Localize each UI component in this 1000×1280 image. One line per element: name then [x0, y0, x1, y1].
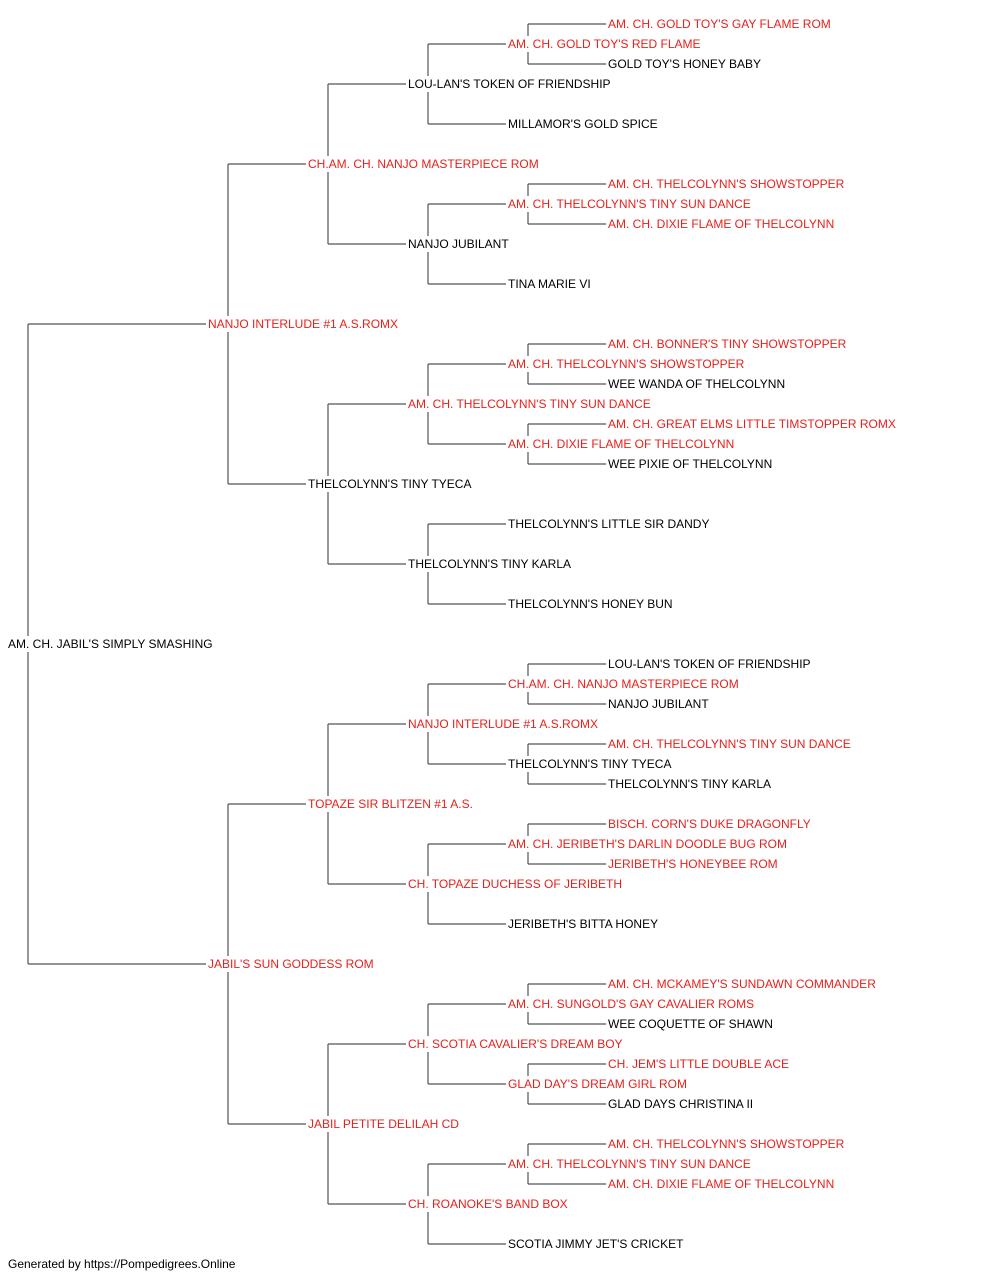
pedigree-name: WEE PIXIE OF THELCOLYNN — [608, 457, 772, 471]
pedigree-name: AM. CH. DIXIE FLAME OF THELCOLYNN — [508, 437, 734, 451]
pedigree-name: AM. CH. THELCOLYNN'S SHOWSTOPPER — [508, 357, 745, 371]
pedigree-name: CH. JEM'S LITTLE DOUBLE ACE — [608, 1057, 789, 1071]
pedigree-name: NANJO JUBILANT — [408, 237, 509, 251]
pedigree-name: LOU-LAN'S TOKEN OF FRIENDSHIP — [408, 77, 611, 91]
pedigree-name: SCOTIA JIMMY JET'S CRICKET — [508, 1237, 684, 1250]
pedigree-name: CH.AM. CH. NANJO MASTERPIECE ROM — [308, 157, 539, 171]
pedigree-name: THELCOLYNN'S HONEY BUN — [508, 597, 673, 611]
pedigree-name: THELCOLYNN'S LITTLE SIR DANDY — [508, 517, 709, 531]
pedigree-name: GOLD TOY'S HONEY BABY — [608, 57, 761, 71]
pedigree-name: GLAD DAYS CHRISTINA II — [608, 1097, 753, 1111]
footer-credit: Generated by https://Pompedigrees.Online — [8, 1257, 236, 1271]
pedigree-name: JABIL'S SUN GODDESS ROM — [208, 957, 374, 971]
pedigree-name: AM. CH. THELCOLYNN'S SHOWSTOPPER — [608, 1137, 845, 1151]
pedigree-name: THELCOLYNN'S TINY TYECA — [508, 757, 671, 771]
pedigree-name: AM. CH. DIXIE FLAME OF THELCOLYNN — [608, 217, 834, 231]
pedigree-name: AM. CH. THELCOLYNN'S SHOWSTOPPER — [608, 177, 845, 191]
pedigree-name: TINA MARIE VI — [508, 277, 591, 291]
pedigree-name: AM. CH. THELCOLYNN'S TINY SUN DANCE — [608, 737, 851, 751]
pedigree-name: CH. ROANOKE'S BAND BOX — [408, 1197, 568, 1211]
pedigree-name: NANJO JUBILANT — [608, 697, 709, 711]
pedigree-name: CH. TOPAZE DUCHESS OF JERIBETH — [408, 877, 622, 891]
pedigree-name: THELCOLYNN'S TINY KARLA — [608, 777, 771, 791]
pedigree-name: NANJO INTERLUDE #1 A.S.ROMX — [408, 717, 598, 731]
pedigree-name: AM. CH. THELCOLYNN'S TINY SUN DANCE — [408, 397, 651, 411]
pedigree-name: THELCOLYNN'S TINY KARLA — [408, 557, 571, 571]
pedigree-name: AM. CH. GOLD TOY'S RED FLAME — [508, 37, 701, 51]
pedigree-name: LOU-LAN'S TOKEN OF FRIENDSHIP — [608, 657, 811, 671]
pedigree-name: AM. CH. GREAT ELMS LITTLE TIMSTOPPER ROM… — [608, 417, 896, 431]
pedigree-name: AM. CH. DIXIE FLAME OF THELCOLYNN — [608, 1177, 834, 1191]
pedigree-name: TOPAZE SIR BLITZEN #1 A.S. — [308, 797, 473, 811]
pedigree-name: JERIBETH'S BITTA HONEY — [508, 917, 658, 931]
pedigree-name: GLAD DAY'S DREAM GIRL ROM — [508, 1077, 687, 1091]
pedigree-name: AM. CH. GOLD TOY'S GAY FLAME ROM — [608, 17, 831, 31]
pedigree-name: THELCOLYNN'S TINY TYECA — [308, 477, 471, 491]
pedigree-name: MILLAMOR'S GOLD SPICE — [508, 117, 658, 131]
pedigree-name: JABIL PETITE DELILAH CD — [308, 1117, 459, 1131]
pedigree-name: NANJO INTERLUDE #1 A.S.ROMX — [208, 317, 398, 331]
pedigree-tree: AM. CH. JABIL'S SIMPLY SMASHING NANJO INT… — [8, 17, 896, 1250]
pedigree-name: AM. CH. THELCOLYNN'S TINY SUN DANCE — [508, 1157, 751, 1171]
pedigree-name: CH.AM. CH. NANJO MASTERPIECE ROM — [508, 677, 739, 691]
pedigree-name: JERIBETH'S HONEYBEE ROM — [608, 857, 778, 871]
pedigree-name: AM. CH. MCKAMEY'S SUNDAWN COMMANDER — [608, 977, 876, 991]
pedigree-name: AM. CH. BONNER'S TINY SHOWSTOPPER — [608, 337, 847, 351]
pedigree-name: WEE WANDA OF THELCOLYNN — [608, 377, 785, 391]
pedigree-name: CH. SCOTIA CAVALIER'S DREAM BOY — [408, 1037, 623, 1051]
pedigree-name: AM. CH. JERIBETH'S DARLIN DOODLE BUG ROM — [508, 837, 787, 851]
pedigree-name: AM. CH. JABIL'S SIMPLY SMASHING — [8, 637, 213, 651]
pedigree-name: AM. CH. SUNGOLD'S GAY CAVALIER ROMS — [508, 997, 754, 1011]
pedigree-name: AM. CH. THELCOLYNN'S TINY SUN DANCE — [508, 197, 751, 211]
pedigree-name: BISCH. CORN'S DUKE DRAGONFLY — [608, 817, 811, 831]
pedigree-name: WEE COQUETTE OF SHAWN — [608, 1017, 773, 1031]
